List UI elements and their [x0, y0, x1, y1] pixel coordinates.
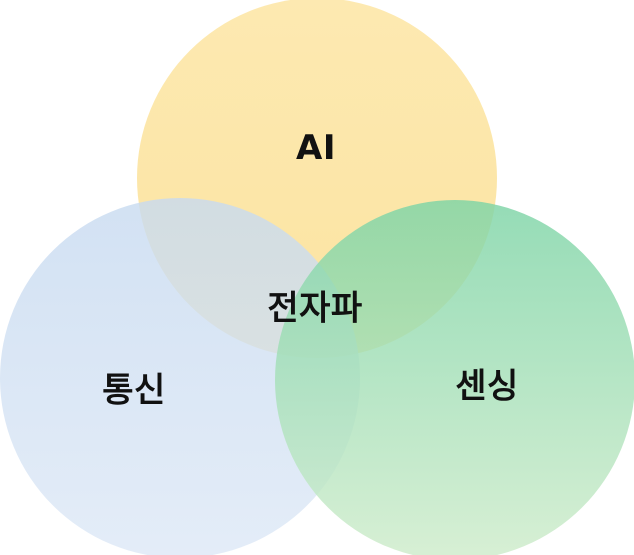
communication-label: 통신 [102, 370, 166, 411]
ai-label: AI [296, 128, 336, 168]
intersection-label: 전자파 [267, 288, 363, 329]
sensing-label: 센싱 [455, 366, 519, 407]
communication-circle [0, 198, 360, 555]
sensing-circle [275, 200, 634, 555]
